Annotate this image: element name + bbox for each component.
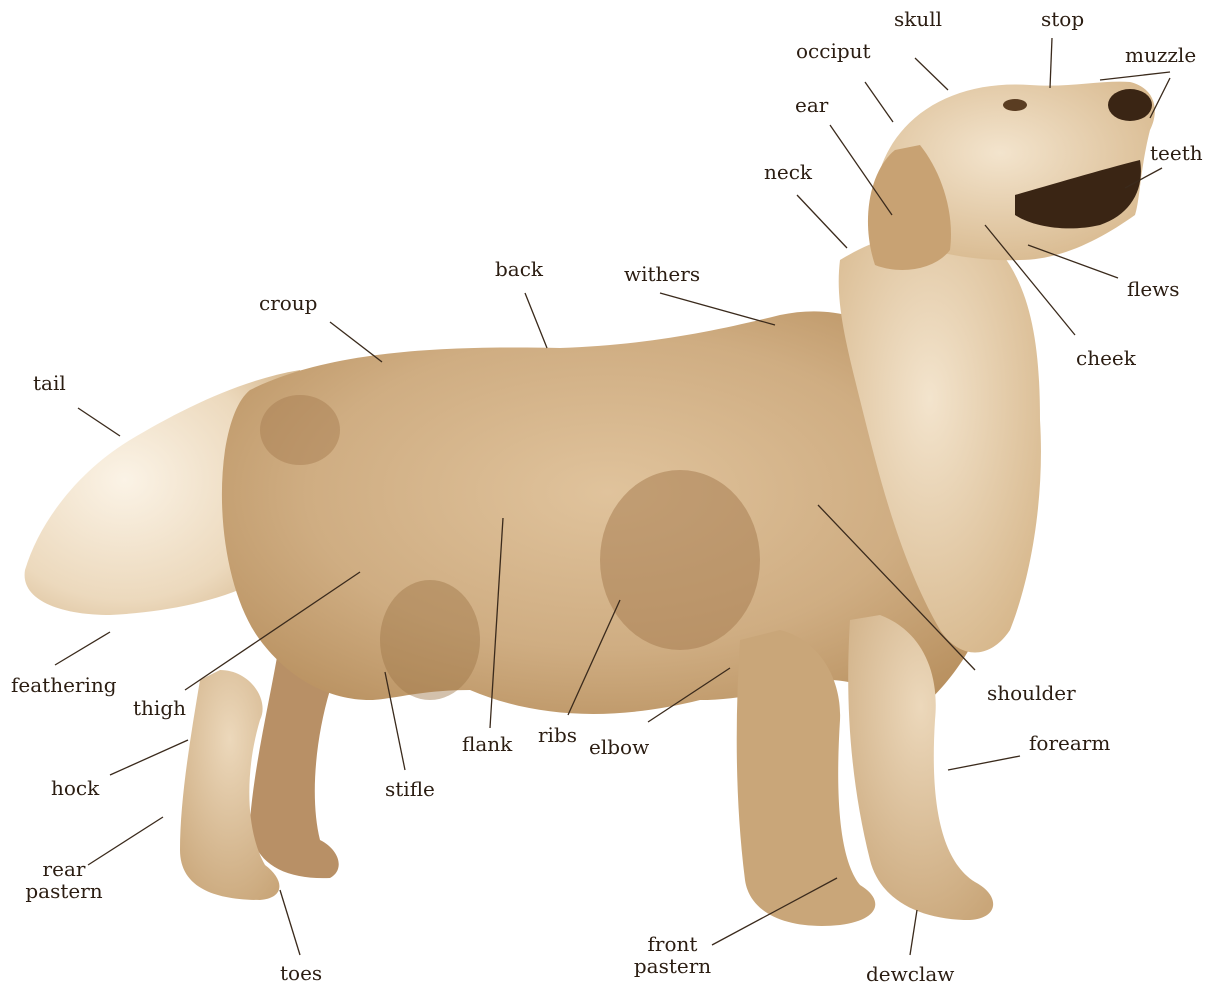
label-flank: flank bbox=[462, 733, 512, 755]
label-rear-pastern-line2: pastern bbox=[20, 880, 108, 902]
label-rear-pastern: rear pastern bbox=[20, 858, 108, 902]
label-ear: ear bbox=[795, 94, 828, 116]
label-muzzle: muzzle bbox=[1125, 44, 1196, 66]
label-back: back bbox=[495, 258, 543, 280]
label-thigh: thigh bbox=[133, 697, 186, 719]
label-croup: croup bbox=[259, 292, 318, 314]
label-front-pastern-line1: front bbox=[625, 933, 720, 955]
label-withers: withers bbox=[624, 263, 700, 285]
label-skull: skull bbox=[894, 8, 942, 30]
shading-ribs bbox=[600, 470, 760, 650]
label-shoulder: shoulder bbox=[987, 682, 1076, 704]
label-dewclaw: dewclaw bbox=[866, 963, 954, 985]
label-front-pastern-line2: pastern bbox=[625, 955, 720, 977]
label-toes: toes bbox=[280, 962, 322, 984]
label-teeth: teeth bbox=[1150, 142, 1203, 164]
eye-shape bbox=[1003, 99, 1027, 111]
label-hock: hock bbox=[51, 777, 99, 799]
front-leg-near bbox=[848, 615, 993, 920]
label-feathering: feathering bbox=[11, 674, 117, 696]
label-stop: stop bbox=[1041, 8, 1084, 30]
label-elbow: elbow bbox=[589, 736, 649, 758]
label-rear-pastern-line1: rear bbox=[20, 858, 108, 880]
shading-thigh bbox=[380, 580, 480, 700]
label-stifle: stifle bbox=[385, 778, 435, 800]
label-occiput: occiput bbox=[796, 40, 871, 62]
shading-croup bbox=[260, 395, 340, 465]
label-ribs: ribs bbox=[538, 724, 577, 746]
nose-shape bbox=[1108, 89, 1152, 121]
label-tail: tail bbox=[33, 372, 66, 394]
label-forearm: forearm bbox=[1029, 732, 1110, 754]
label-front-pastern: front pastern bbox=[625, 933, 720, 977]
label-cheek: cheek bbox=[1076, 347, 1136, 369]
label-flews: flews bbox=[1127, 278, 1180, 300]
label-neck: neck bbox=[764, 161, 812, 183]
